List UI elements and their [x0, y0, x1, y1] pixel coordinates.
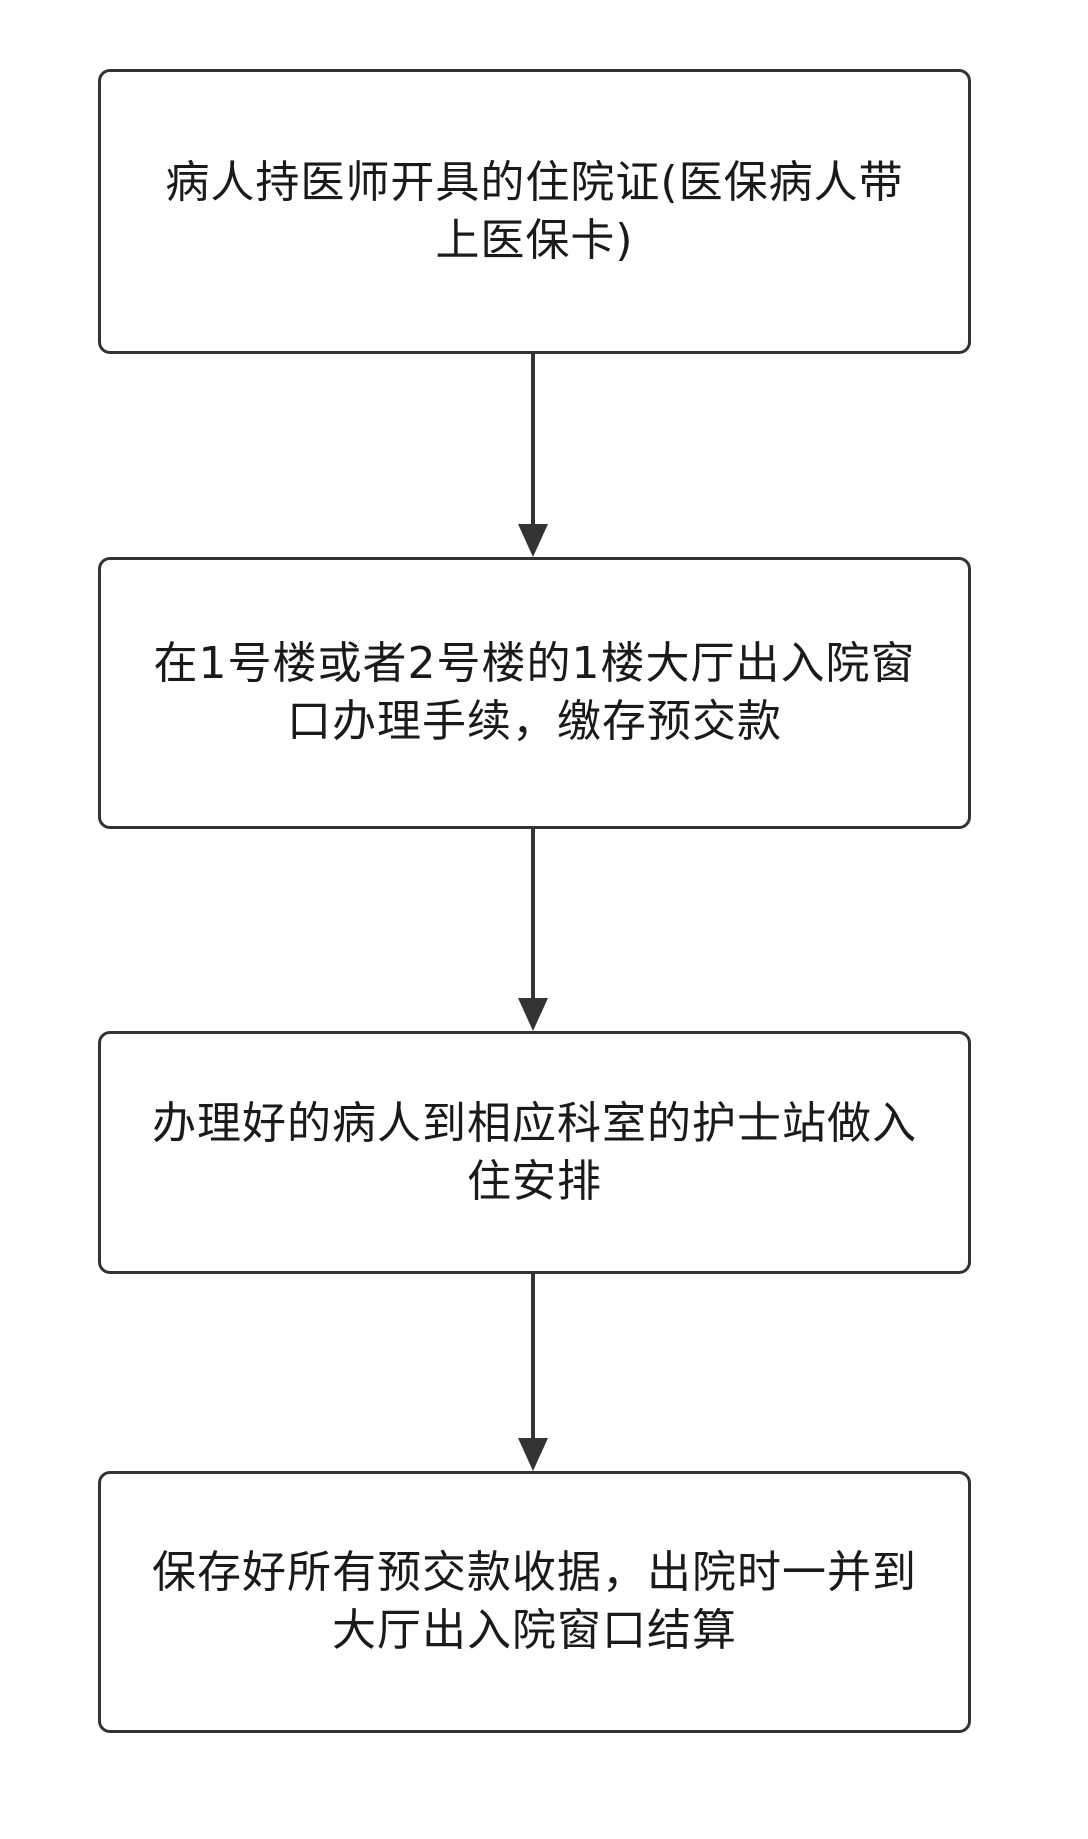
flow-step-1-text: 病人持医师开具的住院证(医保病人带上医保卡): [165, 156, 904, 266]
flow-step-3-text: 办理好的病人到相应科室的护士站做入住安排: [152, 1097, 917, 1207]
flow-step-1: 病人持医师开具的住院证(医保病人带上医保卡): [98, 69, 971, 354]
flow-step-3: 办理好的病人到相应科室的护士站做入住安排: [98, 1031, 971, 1274]
arrow-1-2-head: [518, 524, 548, 557]
flow-step-4-text: 保存好所有预交款收据，出院时一并到大厅出入院窗口结算: [152, 1547, 917, 1656]
flow-step-4: 保存好所有预交款收据，出院时一并到大厅出入院窗口结算: [98, 1471, 971, 1733]
flow-step-2: 在1号楼或者2号楼的1楼大厅出入院窗口办理手续，缴存预交款: [98, 557, 971, 829]
arrow-2-3-head: [518, 998, 548, 1031]
arrow-3-4-head: [518, 1438, 548, 1471]
flow-step-2-text: 在1号楼或者2号楼的1楼大厅出入院窗口办理手续，缴存预交款: [153, 638, 916, 747]
